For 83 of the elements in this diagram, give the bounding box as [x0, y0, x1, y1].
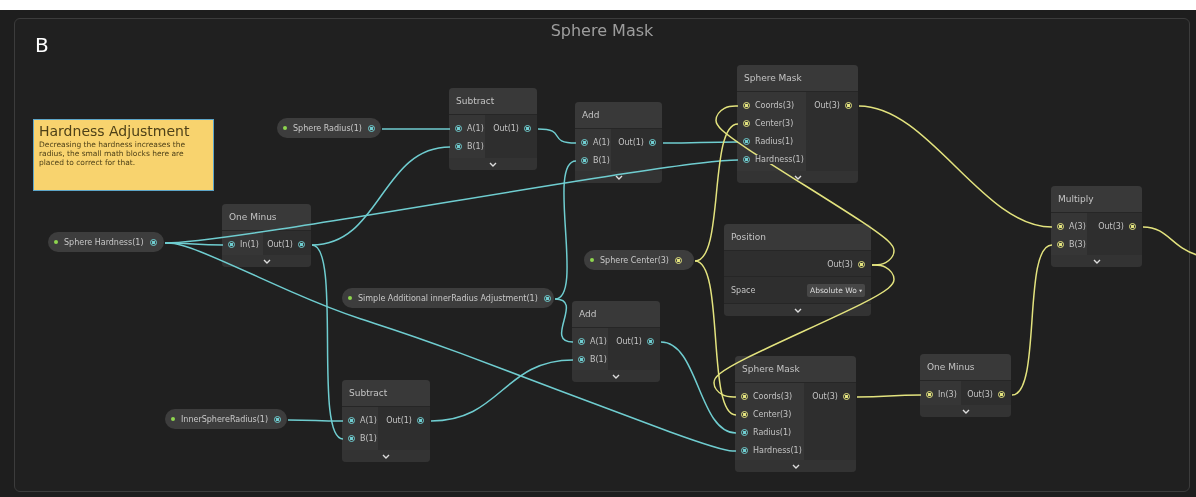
node-title: Position	[731, 232, 767, 242]
port-label: Hardness(1)	[755, 154, 804, 164]
connection-wire	[1011, 244, 1053, 396]
port-label: A(1)	[590, 336, 607, 346]
node-title: Sphere Mask	[742, 364, 800, 374]
connection-wire	[164, 242, 737, 452]
connection-wire	[311, 244, 344, 440]
property-node	[584, 250, 694, 270]
port-label: B(1)	[360, 433, 377, 443]
property-node	[48, 232, 164, 252]
graph-node	[724, 224, 871, 316]
node-title: Add	[582, 110, 600, 120]
graph-node	[920, 354, 1011, 417]
port-label: Out(3)	[827, 259, 853, 269]
port-label: B(3)	[1069, 239, 1086, 249]
connection-wire	[430, 359, 574, 422]
panel-letter: B	[35, 33, 49, 57]
setting-label: Space	[731, 286, 756, 295]
note-title: Hardness Adjustment	[39, 123, 191, 140]
port-label: Out(1)	[386, 415, 412, 425]
graph-node	[575, 102, 662, 183]
port-label: Radius(1)	[755, 136, 794, 146]
port-label: B(1)	[593, 155, 610, 165]
connection-wire	[660, 341, 737, 434]
node-title: One Minus	[927, 362, 975, 372]
connection-wire	[694, 260, 737, 416]
connection-wire	[1142, 226, 1196, 256]
port-label: A(1)	[360, 415, 377, 425]
graph-node	[1051, 186, 1142, 267]
property-name: Simple Additional innerRadius Adjustment(1)	[358, 293, 538, 303]
graph-node	[572, 301, 660, 382]
port-label: In(1)	[240, 239, 259, 249]
port-label: Out(3)	[812, 391, 838, 401]
port-label: A(1)	[467, 123, 484, 133]
connection-wire	[713, 264, 895, 398]
port-label: Coords(3)	[755, 100, 795, 110]
port-label: Radius(1)	[753, 427, 792, 437]
connection-wire	[856, 394, 922, 398]
graph-node	[449, 88, 537, 170]
property-node	[165, 409, 287, 429]
connection-wire	[715, 105, 895, 266]
port-label: Center(3)	[753, 409, 792, 419]
group-title: Sphere Mask	[549, 21, 655, 40]
connection-wire	[694, 123, 739, 262]
connection-wire	[287, 419, 344, 422]
property-name: Sphere Radius(1)	[293, 123, 362, 133]
node-title: Multiply	[1058, 194, 1094, 204]
port-label: Out(1)	[616, 336, 642, 346]
port-label: Out(3)	[1098, 221, 1124, 231]
node-title: Subtract	[349, 388, 388, 398]
port-label: B(1)	[590, 354, 607, 364]
property-name: Sphere Hardness(1)	[64, 237, 144, 247]
connection-wire	[381, 128, 451, 130]
sticky-note	[33, 119, 214, 191]
connection-wire	[311, 146, 451, 246]
port-label: Out(3)	[814, 100, 840, 110]
port-label: A(1)	[593, 137, 610, 147]
connection-wire	[858, 105, 1053, 228]
graph-node	[342, 380, 430, 462]
property-name: Sphere Center(3)	[600, 255, 669, 265]
node-title: One Minus	[229, 212, 277, 222]
port-label: Out(1)	[267, 239, 293, 249]
node-title: Add	[579, 309, 597, 319]
port-label: In(3)	[938, 389, 957, 399]
port-label: Out(1)	[618, 137, 644, 147]
port-label: Coords(3)	[753, 391, 793, 401]
port-label: Hardness(1)	[753, 445, 802, 455]
port-label: Out(3)	[967, 389, 993, 399]
port-label: Out(1)	[493, 123, 519, 133]
port-label: Center(3)	[755, 118, 794, 128]
port-label: A(3)	[1069, 221, 1086, 231]
connection-wire	[662, 141, 739, 144]
property-node	[277, 118, 381, 138]
property-node	[342, 288, 554, 308]
node-title: Sphere Mask	[744, 73, 802, 83]
property-name: InnerSphereRadius(1)	[181, 414, 269, 424]
graph-node	[737, 65, 858, 183]
graph-node	[735, 356, 856, 472]
connection-wire	[554, 298, 574, 343]
port-label: B(1)	[467, 141, 484, 151]
graph-node	[222, 204, 311, 267]
connection-wire	[537, 128, 577, 144]
node-title: Subtract	[456, 96, 495, 106]
